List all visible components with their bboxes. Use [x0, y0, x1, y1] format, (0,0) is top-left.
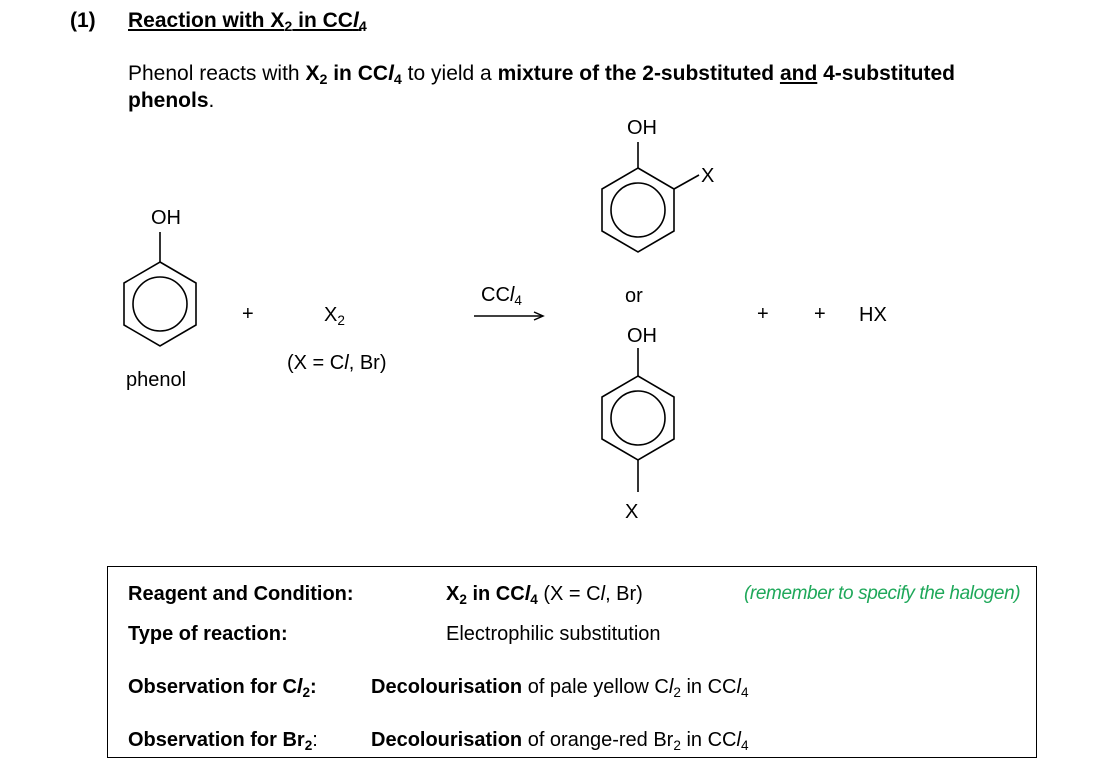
plus-sign-2: +: [757, 303, 769, 325]
reagent-label: Reagent and Condition:: [128, 583, 354, 605]
product-para-oh-label: OH: [627, 325, 657, 347]
hydrogen-halide: HX: [859, 304, 887, 326]
product-para-x-label: X: [625, 501, 639, 523]
reagent-value: X2 in CCl4 (X = Cl, Br): [446, 583, 643, 607]
section-number: (1): [70, 9, 96, 32]
reactant-name: phenol: [126, 369, 187, 391]
intro-line-1: Phenol reacts with X2 in CCl4 to yield a…: [128, 62, 955, 88]
arrow-solvent-label: CCl4: [481, 284, 522, 308]
reaction-type-value: Electrophilic substitution: [446, 623, 661, 645]
section-title: Reaction with X2 in CCl4: [128, 9, 367, 35]
bromine-observation-value: Decolourisation of orange-red Br2 in CCl…: [371, 729, 749, 753]
or-label: or: [625, 285, 643, 307]
product-ortho-x-label: X: [701, 165, 715, 187]
bromine-observation-label: Observation for Br2:: [128, 729, 318, 753]
chlorine-observation-label: Observation for Cl2:: [128, 676, 317, 700]
phenol-benzene-ring-icon: [123, 232, 197, 347]
halogen-condition: (X = Cl, Br): [287, 352, 387, 374]
plus-sign-1: +: [242, 303, 254, 325]
intro-line-2: phenols.: [128, 89, 215, 112]
reaction-type-label: Type of reaction:: [128, 623, 288, 645]
para-product-ring-icon: [601, 348, 675, 492]
product-ortho-oh-label: OH: [627, 117, 657, 139]
reaction-arrow-icon: [474, 311, 545, 321]
reactant-oh-label: OH: [151, 207, 181, 229]
halogen-reminder-note: (remember to specify the halogen): [744, 583, 1021, 604]
chlorine-observation-value: Decolourisation of pale yellow Cl2 in CC…: [371, 676, 749, 700]
summary-box: [107, 566, 1037, 758]
ortho-product-ring-icon: [601, 142, 700, 253]
plus-sign-3: +: [814, 303, 826, 325]
halogen-reagent: X2: [324, 304, 345, 328]
